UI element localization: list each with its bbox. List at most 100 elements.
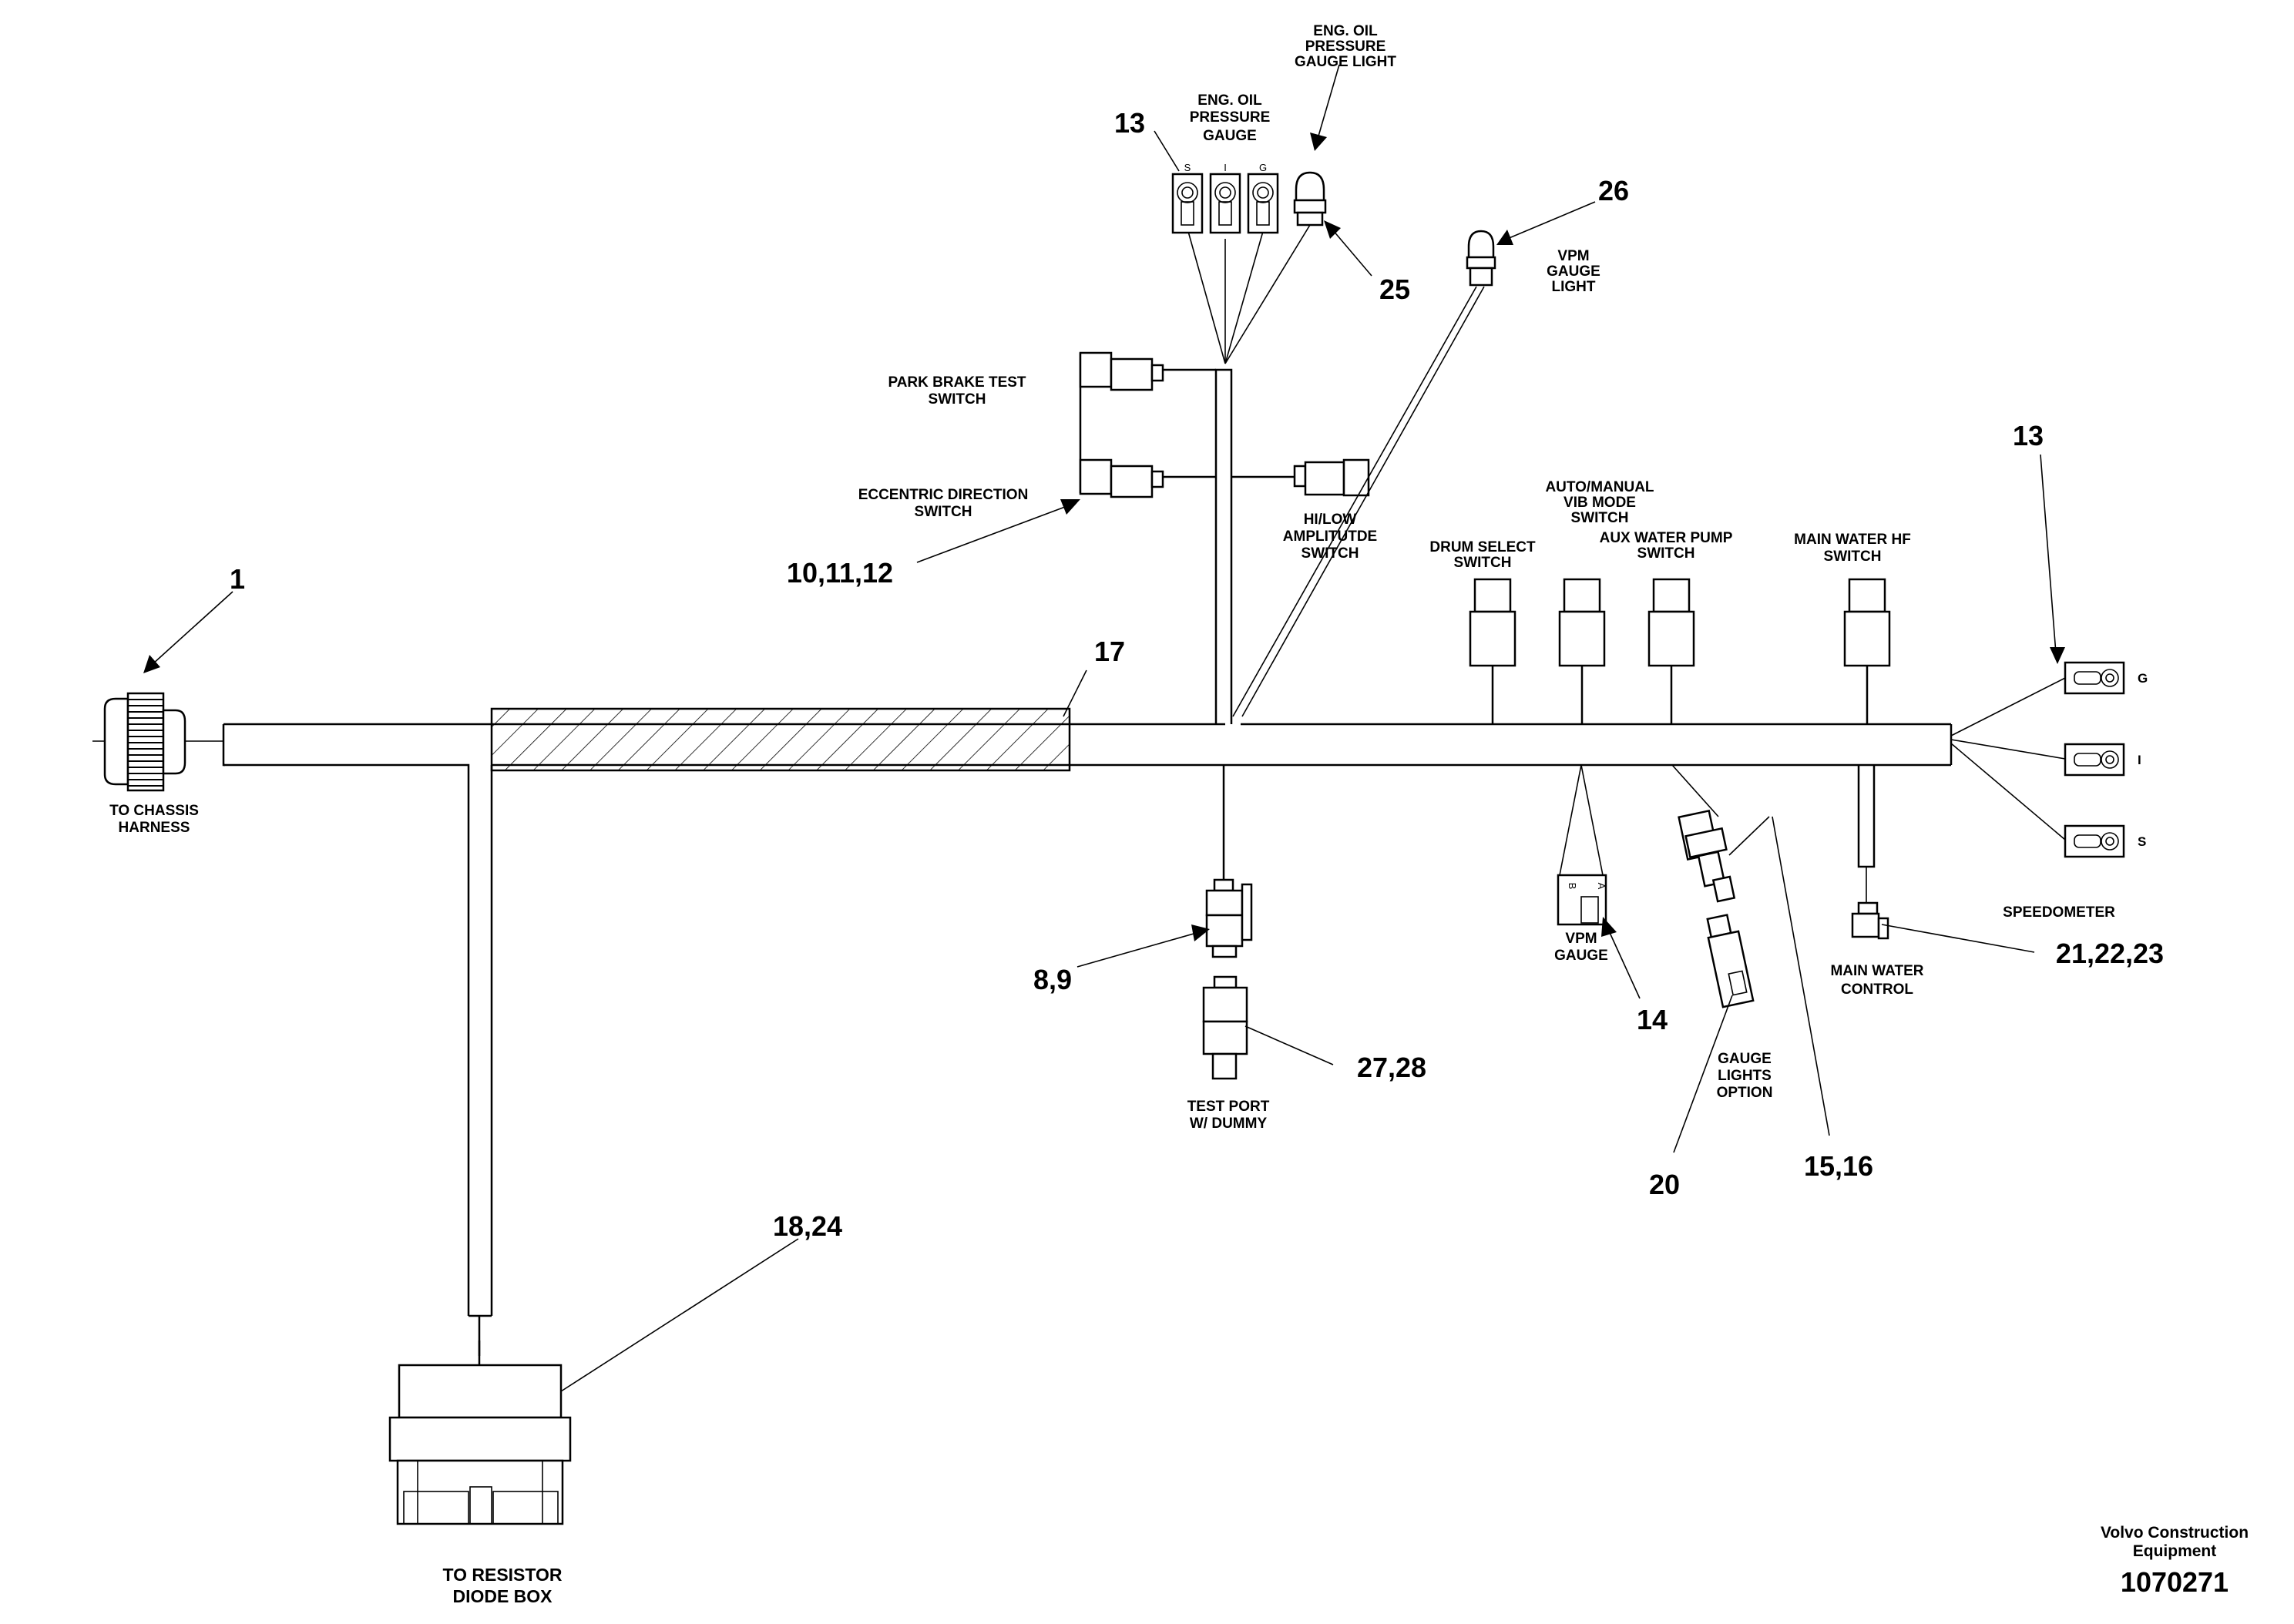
label-eng-oil-gauge-1: ENG. OIL bbox=[1197, 92, 1262, 109]
callout-10-11-12: 10,11,12 bbox=[787, 557, 893, 589]
callout-13-top: 13 bbox=[1114, 107, 1145, 139]
label-auto-manual-3: SWITCH bbox=[1571, 510, 1629, 526]
resistor-diode-box-connector bbox=[388, 1340, 572, 1525]
label-auto-manual-2: VIB MODE bbox=[1563, 495, 1636, 511]
callout-18-24: 18,24 bbox=[773, 1210, 842, 1242]
label-vpm-gauge-2: GAUGE bbox=[1554, 948, 1608, 964]
test-port-dummy-plug bbox=[1202, 975, 1248, 1080]
label-to-resistor-1: TO RESISTOR bbox=[442, 1565, 562, 1585]
callout-leaders bbox=[143, 64, 2065, 1392]
label-park-brake-2: SWITCH bbox=[929, 391, 986, 408]
gauge-pin-i: I bbox=[1224, 162, 1227, 173]
hi-low-amplitude-switch-connector bbox=[1293, 458, 1370, 497]
label-gauge-light-3: GAUGE LIGHT bbox=[1295, 54, 1396, 70]
eng-oil-pressure-gauge-light-bulb bbox=[1293, 171, 1327, 226]
label-main-water-hf-1: MAIN WATER HF bbox=[1794, 532, 1911, 548]
label-gauge-lights-1: GAUGE bbox=[1718, 1051, 1772, 1067]
callout-14: 14 bbox=[1637, 1004, 1668, 1035]
label-test-port-1: TEST PORT bbox=[1187, 1099, 1270, 1115]
gauge-pin-s: S bbox=[1184, 162, 1191, 173]
main-water-hf-switch-connector bbox=[1843, 578, 1891, 724]
callout-21-22-23: 21,22,23 bbox=[2056, 938, 2164, 969]
callout-26: 26 bbox=[1598, 175, 1629, 206]
speedo-pin-g: G bbox=[2138, 671, 2148, 686]
label-eccentric-1: ECCENTRIC DIRECTION bbox=[858, 487, 1029, 503]
label-main-water-control-1: MAIN WATER bbox=[1830, 963, 1923, 979]
callout-8-9: 8,9 bbox=[1033, 964, 1072, 995]
gauge-lights-option-connectors bbox=[1671, 764, 1770, 1008]
label-eccentric-2: SWITCH bbox=[915, 504, 972, 520]
vpm-gauge-connector bbox=[1557, 764, 1607, 926]
speedometer-terminals bbox=[1950, 661, 2125, 858]
label-to-resistor-2: DIODE BOX bbox=[452, 1586, 553, 1606]
label-hi-low-3: SWITCH bbox=[1302, 545, 1359, 562]
pin-labels: S I G G I S B A bbox=[1184, 162, 2148, 890]
main-water-control-connector bbox=[1851, 765, 1889, 940]
callout-27-28: 27,28 bbox=[1357, 1052, 1426, 1083]
label-aux-water-1: AUX WATER PUMP bbox=[1600, 530, 1733, 546]
label-aux-water-2: SWITCH bbox=[1637, 545, 1695, 562]
label-to-chassis-harness-1: TO CHASSIS bbox=[109, 803, 199, 819]
callout-25: 25 bbox=[1379, 273, 1410, 305]
label-eng-oil-gauge-2: PRESSURE bbox=[1190, 109, 1271, 126]
callout-20: 20 bbox=[1649, 1169, 1680, 1200]
label-vpm-light-2: GAUGE bbox=[1547, 263, 1600, 280]
test-port-connector bbox=[1205, 765, 1253, 958]
drawing-number: 1070271 bbox=[2121, 1566, 2229, 1598]
label-test-port-2: W/ DUMMY bbox=[1190, 1116, 1268, 1132]
convoluted-sleeve bbox=[490, 707, 1071, 772]
label-gauge-lights-2: LIGHTS bbox=[1718, 1068, 1772, 1084]
label-vpm-light-1: VPM bbox=[1557, 248, 1589, 264]
callout-numbers: 1 13 13 25 26 10,11,12 17 8,9 27,28 14 2… bbox=[230, 107, 2164, 1242]
label-to-chassis-harness-2: HARNESS bbox=[119, 820, 190, 836]
label-main-water-hf-2: SWITCH bbox=[1824, 549, 1882, 565]
label-hi-low-2: AMPLITUTDE bbox=[1283, 528, 1377, 545]
eccentric-direction-switch-connector bbox=[1079, 458, 1164, 498]
auto-manual-vib-mode-switch-connector bbox=[1558, 578, 1606, 724]
label-gauge-light-1: ENG. OIL bbox=[1313, 23, 1378, 39]
label-vpm-gauge-1: VPM bbox=[1565, 931, 1597, 947]
company-line-2: Equipment bbox=[2133, 1542, 2217, 1560]
callout-13-right: 13 bbox=[2013, 420, 2044, 451]
callout-17: 17 bbox=[1094, 636, 1125, 667]
label-hi-low-1: HI/LOW bbox=[1304, 512, 1357, 528]
speedo-pin-i: I bbox=[2138, 753, 2141, 767]
vpm-gauge-light-bulb bbox=[1232, 230, 1496, 717]
label-drum-select-1: DRUM SELECT bbox=[1429, 539, 1536, 555]
vpm-pin-a: A bbox=[1596, 883, 1607, 890]
label-gauge-light-2: PRESSURE bbox=[1305, 39, 1386, 55]
vpm-pin-b: B bbox=[1567, 883, 1578, 890]
company-line-1: Volvo Construction bbox=[2101, 1524, 2249, 1542]
aux-water-pump-switch-connector bbox=[1647, 578, 1695, 724]
eng-oil-pressure-gauge-terminals bbox=[1171, 173, 1279, 234]
drum-select-switch-connector bbox=[1469, 578, 1516, 724]
label-gauge-lights-3: OPTION bbox=[1717, 1085, 1773, 1101]
label-main-water-control-2: CONTROL bbox=[1841, 981, 1913, 998]
label-vpm-light-3: LIGHT bbox=[1552, 279, 1596, 295]
callout-15-16: 15,16 bbox=[1804, 1150, 1873, 1182]
label-park-brake-1: PARK BRAKE TEST bbox=[888, 374, 1026, 391]
label-drum-select-2: SWITCH bbox=[1454, 555, 1512, 571]
label-auto-manual-1: AUTO/MANUAL bbox=[1545, 479, 1654, 495]
chassis-connector bbox=[92, 692, 223, 792]
speedo-pin-s: S bbox=[2138, 834, 2146, 849]
upper-branch bbox=[1079, 224, 1311, 724]
